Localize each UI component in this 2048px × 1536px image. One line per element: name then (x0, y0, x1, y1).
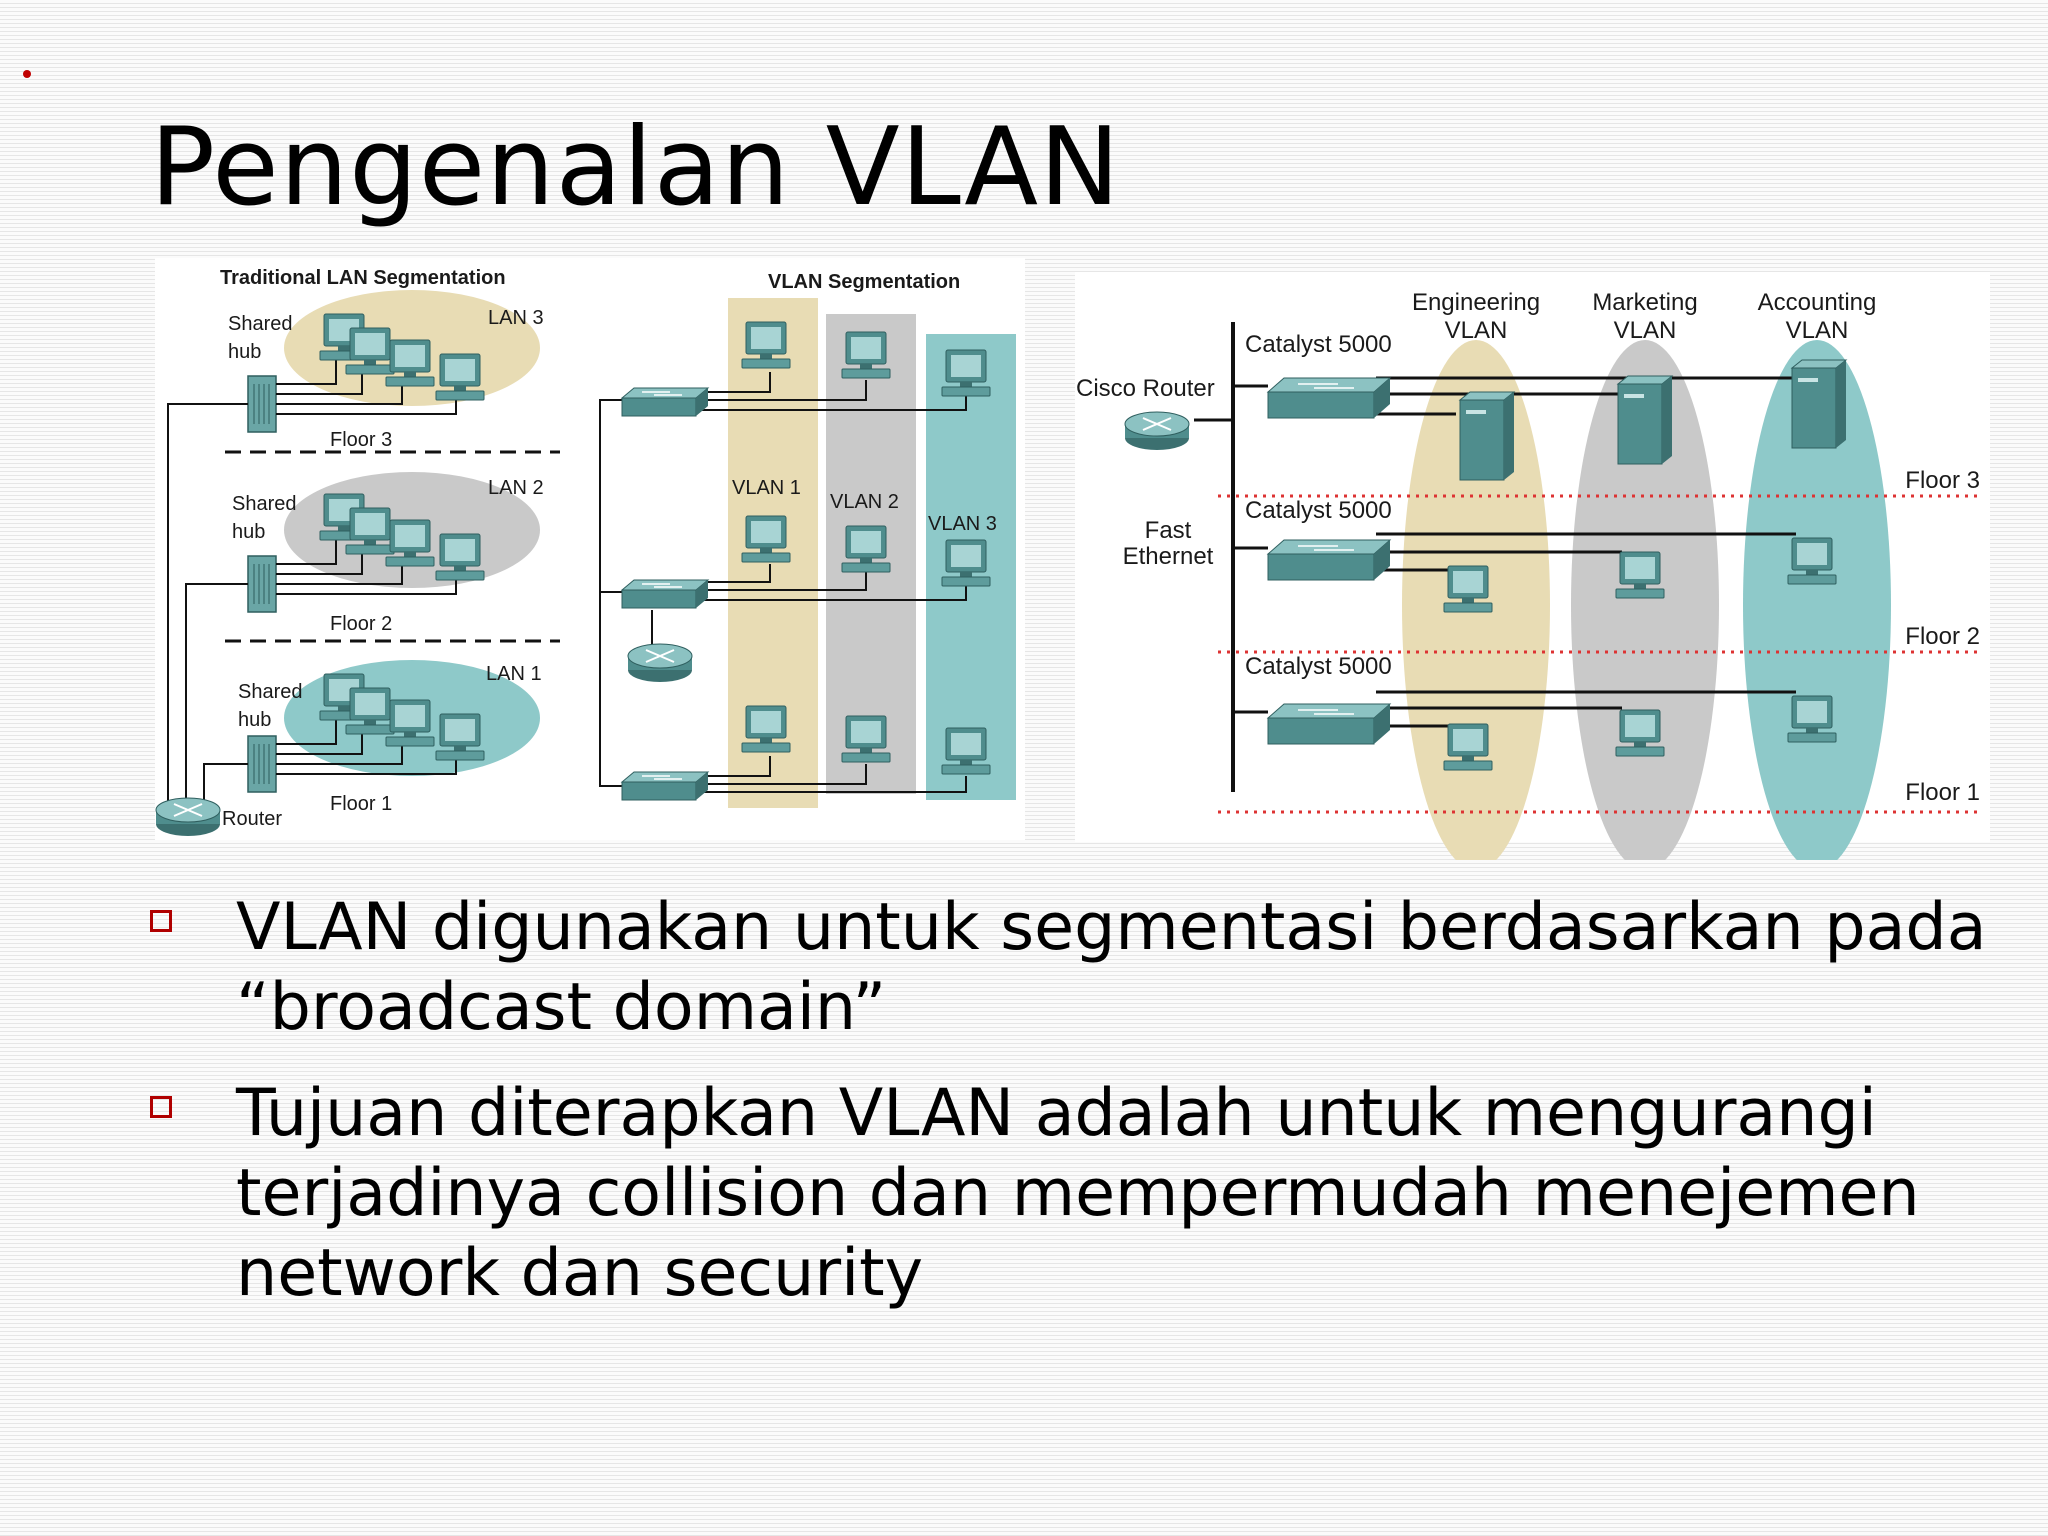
catalyst-switch-2 (1267, 539, 1391, 581)
vlan1-label: VLAN 1 (732, 477, 801, 499)
engineering-vlan-line2: VLAN (1445, 317, 1508, 344)
shared-hub-2-line1: Shared (232, 493, 297, 515)
vlan-seg-switch-mid (621, 579, 709, 609)
lan3-label: LAN 3 (488, 307, 544, 329)
slide-title: Pengenalan VLAN (150, 105, 1121, 230)
shared-hub-1 (247, 735, 277, 793)
traditional-title: Traditional LAN Segmentation (220, 267, 506, 289)
shared-hub-1-line2: hub (238, 709, 271, 731)
catalyst-wires (1233, 376, 1796, 728)
marketing-vlan-ellipse (1571, 340, 1719, 860)
shared-hub-2 (247, 555, 277, 613)
bullet-item: VLAN digunakan untuk segmentasi berdasar… (150, 888, 2010, 1048)
shared-hub-3-line1: Shared (228, 313, 293, 335)
catalyst-label-3: Catalyst 5000 (1245, 653, 1392, 680)
lan2-label: LAN 2 (488, 477, 544, 499)
lan1-label: LAN 1 (486, 663, 542, 685)
cisco-router-label: Cisco Router (1076, 375, 1215, 402)
fast-ethernet-line1: Fast (1145, 517, 1192, 544)
vlan2-label: VLAN 2 (830, 491, 899, 513)
vlan3-label: VLAN 3 (928, 513, 997, 535)
marketing-vlan-line2: VLAN (1614, 317, 1677, 344)
accounting-vlan-line1: Accounting (1758, 289, 1877, 316)
right-floor3-label: Floor 3 (1905, 467, 1980, 494)
engineering-vlan-line1: Engineering (1412, 289, 1540, 316)
traditional-wires (167, 360, 457, 818)
marketing-vlan-line1: Marketing (1592, 289, 1697, 316)
trad-floor1-label: Floor 1 (330, 793, 392, 815)
vlan-seg-title: VLAN Segmentation (768, 271, 960, 293)
accounting-vlan-line2: VLAN (1786, 317, 1849, 344)
square-bullet-icon (150, 910, 172, 932)
right-floor2-label: Floor 2 (1905, 623, 1980, 650)
fast-ethernet-line2: Ethernet (1123, 543, 1214, 570)
square-bullet-icon (150, 1096, 172, 1118)
vlan-seg-switch-bottom (621, 771, 709, 801)
shared-hub-3-line2: hub (228, 341, 261, 363)
shared-hub-2-line2: hub (232, 521, 265, 543)
catalyst-label-2: Catalyst 5000 (1245, 497, 1392, 524)
cisco-router-icon (1124, 411, 1190, 451)
shared-hub-1-line1: Shared (238, 681, 303, 703)
traditional-router-icon (155, 797, 221, 837)
catalyst-label-1: Catalyst 5000 (1245, 331, 1392, 358)
vlan-seg-router-icon (627, 643, 693, 683)
trad-floor2-label: Floor 2 (330, 613, 392, 635)
red-dot-marker (23, 70, 31, 78)
catalyst-switch-1 (1267, 377, 1391, 419)
catalyst-switch-3 (1267, 703, 1391, 745)
trad-floor3-label: Floor 3 (330, 429, 392, 451)
bullet-text: VLAN digunakan untuk segmentasi berdasar… (236, 890, 1987, 1045)
vlan-seg-switch-top (621, 387, 709, 417)
bullet-item: Tujuan diterapkan VLAN adalah untuk meng… (150, 1074, 2010, 1314)
vlan-diagram: Traditional LAN Segmentation LAN 3 LAN 2… (155, 267, 1980, 860)
accounting-vlan-ellipse (1743, 340, 1891, 860)
bullet-text: Tujuan diterapkan VLAN adalah untuk meng… (236, 1076, 1920, 1311)
right-floor1-label: Floor 1 (1905, 779, 1980, 806)
traditional-router-label: Router (222, 808, 282, 830)
shared-hub-3 (247, 375, 277, 433)
bullet-list: VLAN digunakan untuk segmentasi berdasar… (150, 888, 2010, 1340)
